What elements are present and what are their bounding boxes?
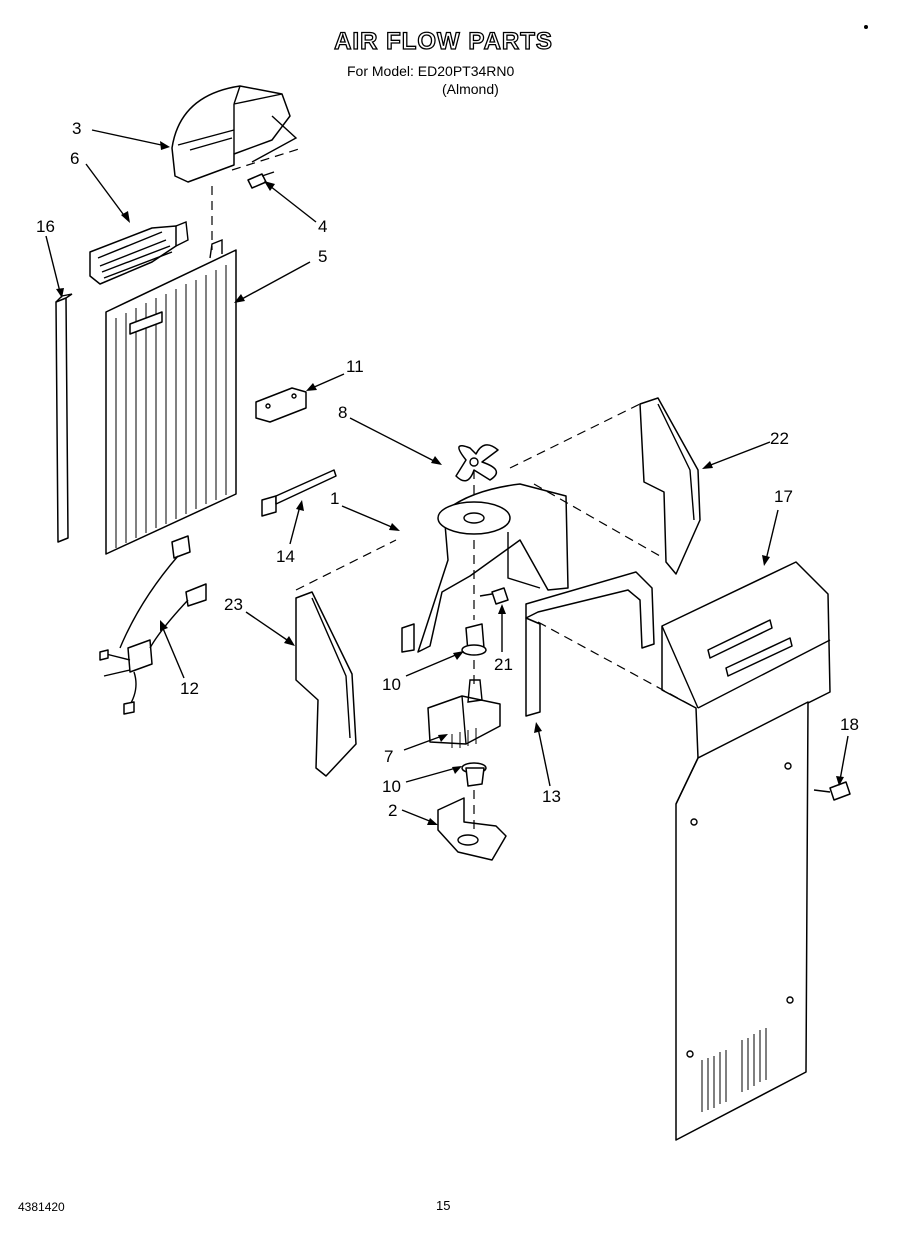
- page-title: AIR FLOW PARTS: [0, 27, 897, 56]
- model-line: For Model: ED20PT34RN0: [347, 63, 515, 79]
- callout-4: 4: [318, 217, 328, 236]
- document-number: 4381420: [18, 1200, 65, 1214]
- part-5-evap-cover: [105, 238, 237, 555]
- page-title-text: AIR FLOW PARTS: [333, 27, 553, 55]
- callout-8: 8: [338, 403, 348, 422]
- callout-14: 14: [276, 547, 295, 566]
- callout-22: 22: [770, 429, 789, 448]
- part-23-left-duct: [295, 591, 357, 777]
- part-11-bracket: [255, 387, 307, 423]
- part-10-grommet-lower: [461, 762, 487, 787]
- part-22-right-duct: [639, 397, 701, 575]
- part-2-motor-bracket: [437, 797, 507, 861]
- callout-10-upper: 10: [382, 675, 401, 694]
- part-14-tie: [261, 469, 337, 517]
- callout-1: 1: [330, 489, 340, 508]
- part-17-rear-panel: [661, 561, 831, 1141]
- part-8-fan-blade: [455, 444, 499, 482]
- callout-6: 6: [70, 149, 80, 168]
- part-6-deflector: [89, 221, 189, 285]
- corner-dot: [864, 25, 868, 29]
- callout-21: 21: [494, 655, 513, 674]
- callout-11: 11: [346, 357, 364, 376]
- callout-7: 7: [384, 747, 394, 766]
- callout-13: 13: [542, 787, 561, 806]
- callout-17: 17: [774, 487, 793, 506]
- part-12-harness: [99, 535, 207, 715]
- part-21-screw: [479, 587, 509, 605]
- leader-lines: [45, 129, 849, 825]
- callout-16: 16: [36, 217, 55, 236]
- callout-23: 23: [224, 595, 243, 614]
- callout-5: 5: [318, 247, 328, 266]
- part-16-strip: [55, 293, 73, 543]
- callout-10-lower: 10: [382, 777, 401, 796]
- callout-18: 18: [840, 715, 859, 734]
- callout-12: 12: [180, 679, 199, 698]
- part-7-fan-motor: [427, 679, 501, 748]
- part-18-screw: [813, 781, 851, 801]
- part-10-grommet-upper: [461, 623, 487, 656]
- part-1-fan-bracket: [401, 483, 569, 653]
- part-13-gasket: [525, 571, 655, 717]
- part-3-shroud: [171, 85, 298, 183]
- color-variant: (Almond): [442, 81, 499, 97]
- page-number: 15: [436, 1198, 451, 1213]
- callout-3: 3: [72, 119, 82, 138]
- callout-2: 2: [388, 801, 398, 820]
